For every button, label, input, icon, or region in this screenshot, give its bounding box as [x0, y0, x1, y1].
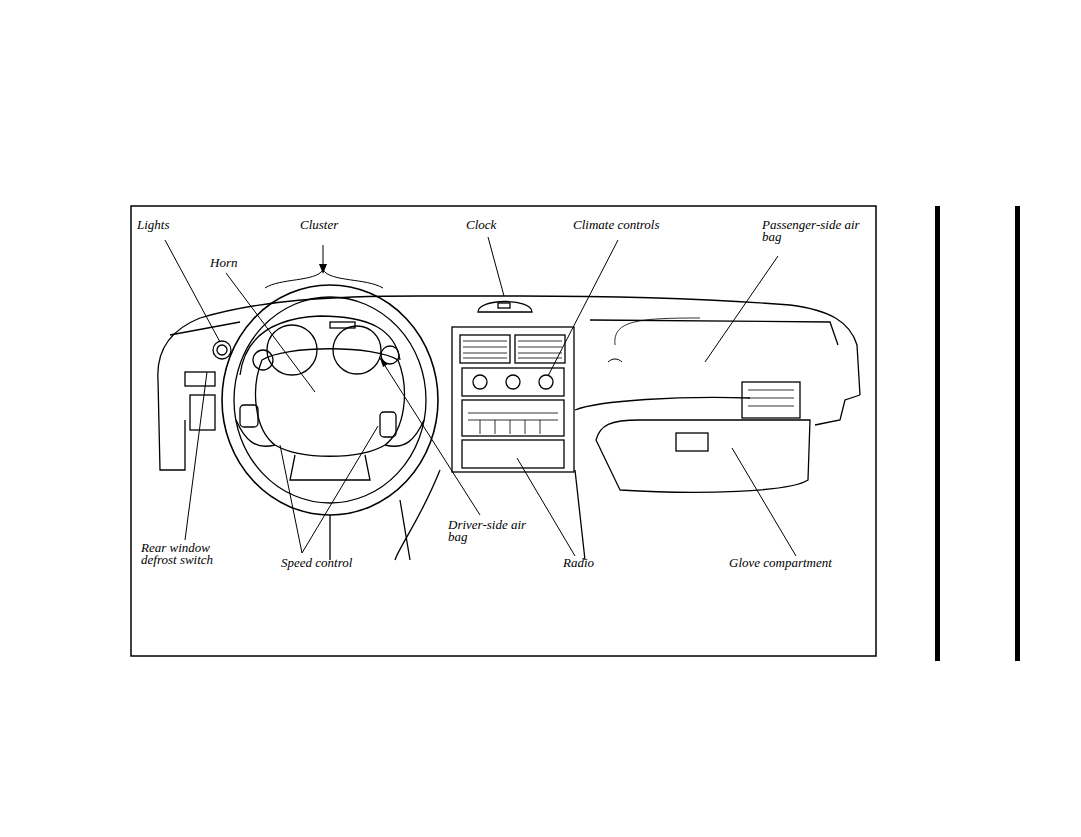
center-vent — [460, 335, 510, 363]
leader-line — [280, 426, 378, 553]
center-stack — [452, 327, 574, 472]
climate-knob — [539, 375, 553, 389]
leader-line — [548, 240, 618, 376]
leader-line — [705, 256, 778, 362]
climate-knob — [506, 375, 520, 389]
dash-right-end — [815, 395, 860, 425]
arrow-head — [380, 358, 388, 367]
logo-mark — [608, 359, 622, 362]
callout-label: Lights — [137, 219, 217, 231]
leader-line — [517, 458, 575, 556]
radio-unit — [462, 400, 564, 436]
climate-panel — [462, 368, 564, 396]
airbag-door — [615, 318, 700, 345]
callout-label: Clock — [466, 219, 526, 231]
margin-bar — [935, 206, 940, 661]
callout-label: Cluster — [300, 219, 380, 231]
dash-contour — [575, 398, 750, 411]
callout-label: Rear window defrost switch — [141, 542, 241, 566]
dash-left-end — [158, 380, 185, 470]
dash-top-edge — [158, 296, 860, 395]
leader-line — [165, 240, 220, 342]
glove-compartment — [596, 420, 810, 492]
leader-line — [488, 237, 504, 296]
warning-lights — [330, 322, 355, 328]
arrow-head — [319, 264, 327, 274]
left-vent — [185, 372, 215, 386]
clock-display — [498, 303, 510, 308]
leader-line — [226, 273, 315, 392]
steering-hub — [256, 349, 405, 457]
center-vent — [515, 335, 565, 363]
clock-pod — [478, 302, 532, 313]
margin-bar — [1015, 206, 1020, 661]
climate-knob — [473, 375, 487, 389]
radio-buttons — [468, 413, 558, 434]
leader-line — [732, 448, 796, 556]
steering-wheel-rim — [222, 285, 438, 515]
callout-label: Driver-side air bag — [448, 519, 528, 543]
lights-knob — [213, 341, 231, 359]
callout-label: Glove compartment — [729, 557, 869, 569]
leader-line — [380, 358, 480, 515]
leader-line — [185, 372, 207, 540]
right-vent — [742, 382, 800, 418]
lights-knob-inner — [217, 345, 227, 355]
callout-label: Passenger-side air bag — [762, 219, 862, 243]
steering-column — [330, 500, 410, 560]
vent-slats — [748, 390, 794, 406]
callout-label: Climate controls — [573, 219, 703, 231]
callout-label: Horn — [210, 257, 270, 269]
storage-slot — [462, 440, 564, 468]
vent-slats — [463, 341, 562, 358]
callout-label: Radio — [563, 557, 623, 569]
callout-label: Speed control — [281, 557, 391, 569]
left-vent-lower — [190, 395, 215, 430]
steering-wheel-inner — [234, 297, 426, 503]
speed-control-buttons — [380, 412, 396, 437]
frame-border — [131, 206, 876, 656]
speed-control-buttons — [240, 405, 258, 427]
glove-latch — [676, 433, 708, 451]
console-sides — [395, 470, 585, 560]
cluster-brace — [265, 270, 383, 288]
